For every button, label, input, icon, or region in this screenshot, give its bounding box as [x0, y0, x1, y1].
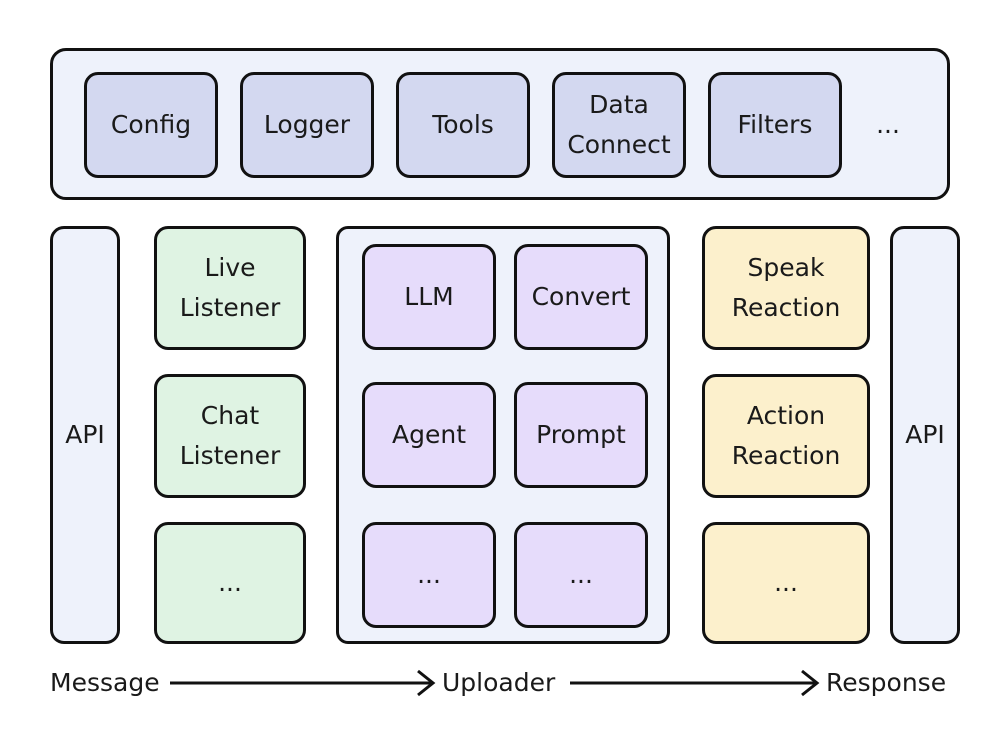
logger-label: Logger [263, 110, 351, 139]
message-to-uploader-arrow [170, 669, 436, 697]
config-label: Config [110, 110, 192, 139]
core-more-right-label: ... [569, 560, 593, 589]
llm-label: LLM [404, 282, 454, 311]
message-label: Message [50, 668, 160, 697]
action-reaction-label: Action Reaction [731, 401, 841, 470]
logger-box: Logger [240, 72, 374, 178]
chat-listener-label: Chat Listener [179, 401, 281, 470]
listener-more-box: ... [154, 522, 306, 644]
uploader-label: Uploader [442, 668, 556, 697]
core-more-left-box: ... [362, 522, 496, 628]
api-left-label: API [65, 420, 105, 449]
speak-reaction-box: Speak Reaction [702, 226, 870, 350]
tools-label: Tools [432, 110, 494, 139]
live-listener-box: Live Listener [154, 226, 306, 350]
utilities-more-label: ... [876, 110, 900, 139]
prompt-label: Prompt [536, 420, 626, 449]
core-more-right-box: ... [514, 522, 648, 628]
data-connect-box: Data Connect [552, 72, 686, 178]
uploader-to-response-arrow [570, 669, 820, 697]
api-right-label: API [905, 420, 945, 449]
convert-label: Convert [531, 282, 631, 311]
reaction-more-box: ... [702, 522, 870, 644]
speak-reaction-label: Speak Reaction [731, 253, 841, 322]
llm-box: LLM [362, 244, 496, 350]
listener-more-label: ... [218, 568, 242, 597]
response-label: Response [826, 668, 947, 697]
prompt-box: Prompt [514, 382, 648, 488]
api-right-box: API [890, 226, 960, 644]
action-reaction-box: Action Reaction [702, 374, 870, 498]
agent-box: Agent [362, 382, 496, 488]
core-more-left-label: ... [417, 560, 441, 589]
api-left-box: API [50, 226, 120, 644]
config-box: Config [84, 72, 218, 178]
filters-label: Filters [737, 110, 813, 139]
chat-listener-box: Chat Listener [154, 374, 306, 498]
data-connect-label: Data Connect [567, 90, 671, 159]
filters-box: Filters [708, 72, 842, 178]
convert-box: Convert [514, 244, 648, 350]
agent-label: Agent [392, 420, 466, 449]
live-listener-label: Live Listener [179, 253, 281, 322]
reaction-more-label: ... [774, 568, 798, 597]
tools-box: Tools [396, 72, 530, 178]
